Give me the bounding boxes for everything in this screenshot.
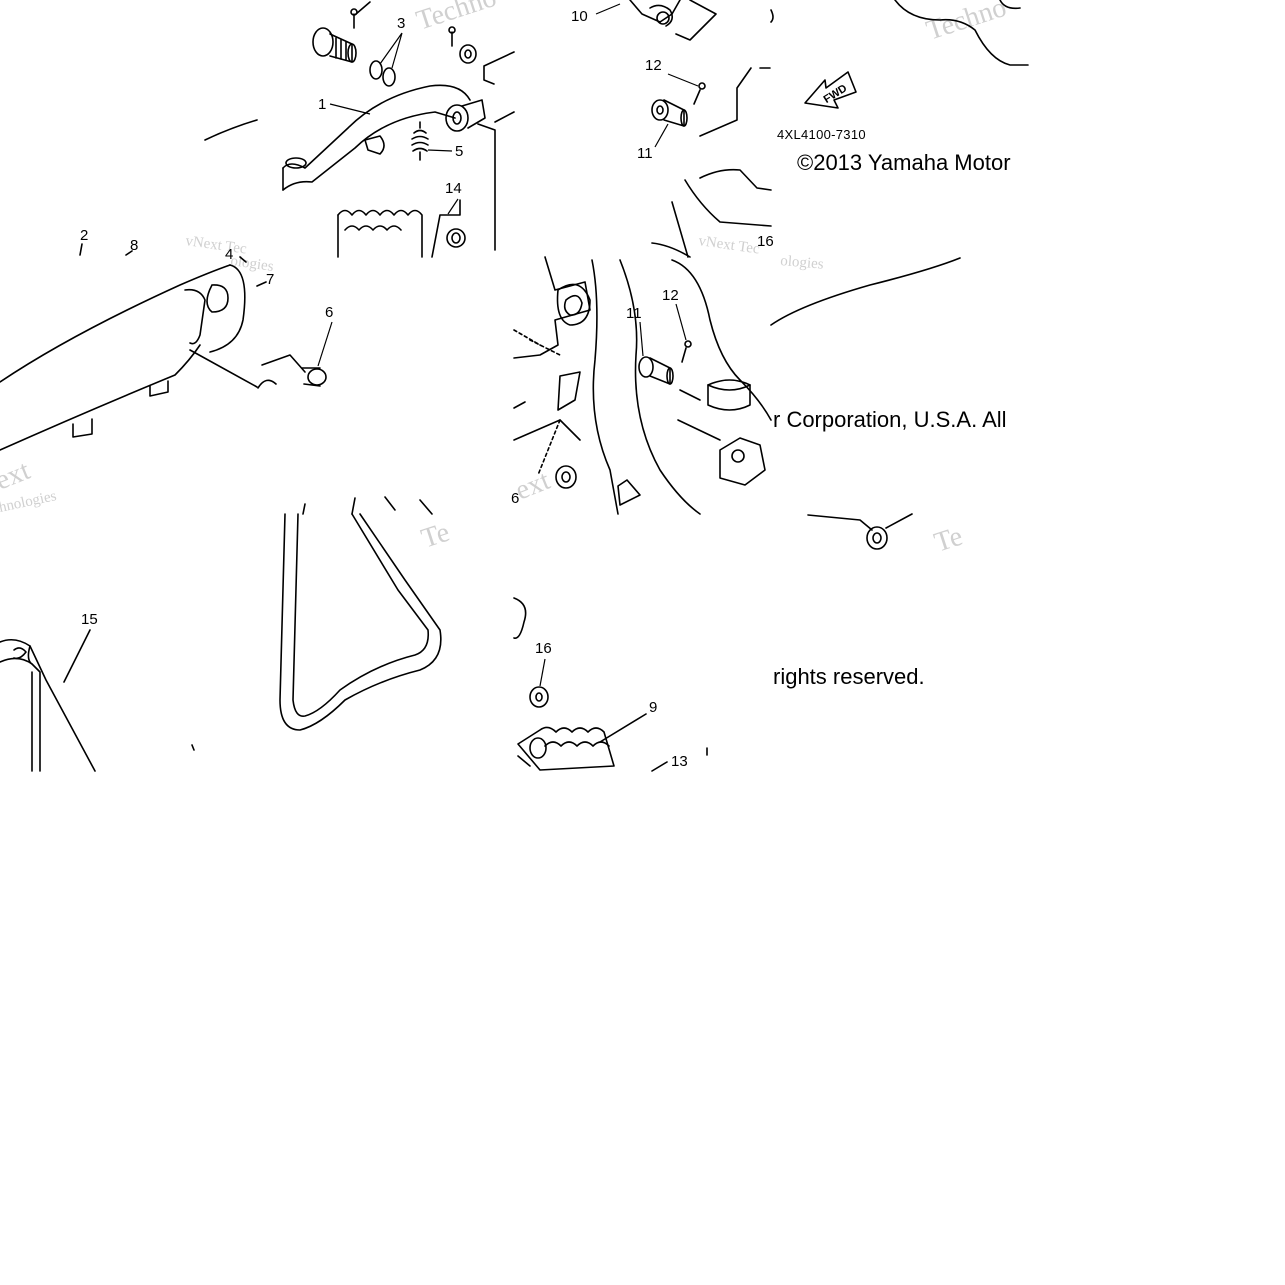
part-code: 4XL4100-7310 [777, 127, 866, 142]
leader-line [329, 103, 371, 115]
washer-bottom [807, 513, 913, 550]
leader-line [427, 149, 453, 152]
watermark: Techno [413, 0, 501, 37]
leader-box [699, 67, 771, 137]
copyright-line-3: rights reserved. [773, 664, 925, 689]
callout-number: 14 [445, 180, 462, 197]
leader-line [379, 32, 403, 69]
watermark: Techno [923, 0, 1011, 47]
callout-number: 10 [571, 8, 588, 25]
callout-number: 11 [637, 145, 653, 162]
callout-number: 11 [626, 305, 642, 322]
callout-number: 4 [225, 246, 233, 263]
frame-outline [684, 179, 772, 227]
watermark: vNext Tec [697, 233, 761, 257]
fwd-arrow-icon [804, 71, 857, 109]
swingarm [0, 264, 246, 451]
bolt-11b [638, 356, 674, 385]
line-art [0, 0, 1029, 772]
frame-outline [619, 259, 701, 515]
callout-number: 12 [662, 287, 679, 304]
footpeg-bottom [517, 726, 615, 771]
callout-number: 6 [325, 304, 333, 321]
frame-outline [894, 0, 1029, 66]
leader-line [79, 243, 267, 287]
callout-number: 1 [318, 96, 326, 113]
frame-outline [770, 9, 774, 23]
callout-number: 16 [535, 640, 552, 657]
cotter-pin-12b [681, 340, 692, 363]
cotter-pin-12 [693, 82, 706, 105]
brake-pedal [282, 84, 486, 191]
watermark: Te [931, 521, 967, 559]
callout-number: 7 [266, 271, 274, 288]
frame-outline [999, 0, 1021, 10]
nut-16b [529, 686, 549, 708]
callout-number: 16 [757, 233, 774, 250]
callout-number: 12 [645, 57, 662, 74]
leader-line [539, 658, 546, 687]
leader-line [63, 629, 91, 683]
frame-outline [770, 257, 961, 326]
leader-line [595, 3, 621, 15]
callout-number: 5 [455, 143, 463, 160]
callout-number: 13 [671, 753, 688, 770]
leader-line [677, 389, 721, 441]
frame-outline [204, 119, 258, 141]
leader-line [447, 198, 459, 215]
washer-hole [464, 49, 472, 59]
o-rings [369, 60, 396, 87]
leader-line [317, 321, 333, 367]
callout-number: 2 [80, 227, 88, 244]
return-spring [411, 121, 429, 161]
boss [707, 379, 751, 411]
copyright-line-1: ©2013 Yamaha Motor [797, 150, 1011, 175]
copyright-line-2: r Corporation, U.S.A. All [773, 407, 1007, 432]
axle-leader [189, 349, 258, 388]
callout-group: 1 2 3 4 5 6 6 7 8 9 10 11 11 12 12 13 14… [80, 3, 774, 770]
washer [459, 44, 477, 64]
bolt-11 [651, 99, 688, 127]
stand-hoop [279, 513, 442, 731]
leader-line [513, 329, 561, 476]
bracket-mount [719, 437, 766, 486]
bracket-10 [629, 0, 717, 41]
watermark: Te [418, 517, 454, 555]
frame-outline [513, 597, 527, 639]
leader-line [675, 303, 687, 341]
watermark: ologies [780, 253, 825, 273]
callout-number: 3 [397, 15, 405, 32]
leader-box [477, 51, 515, 251]
leader-line [667, 73, 699, 87]
callout-number: 6 [511, 490, 519, 507]
cotter-pin [350, 1, 371, 29]
footpeg-top [337, 209, 423, 258]
frame-outline [191, 744, 195, 751]
pivot-bolt [312, 27, 357, 63]
sidestand [0, 638, 96, 772]
callout-number: 8 [130, 237, 138, 254]
leader-line [639, 321, 644, 357]
nut-16 [555, 465, 577, 489]
frame-outline [671, 168, 772, 258]
pin-head [448, 26, 456, 34]
spring-washer-14 [431, 199, 466, 258]
frame-outline [651, 242, 691, 258]
frame-outline [302, 496, 433, 515]
frame-plate [513, 256, 641, 515]
watermark: ext [0, 455, 35, 497]
leader-line [599, 713, 708, 772]
pin-6 [257, 354, 327, 389]
leader-line [654, 123, 669, 148]
callout-number: 9 [649, 699, 657, 716]
callout-number: 15 [81, 611, 98, 628]
frame-outline [671, 259, 772, 421]
